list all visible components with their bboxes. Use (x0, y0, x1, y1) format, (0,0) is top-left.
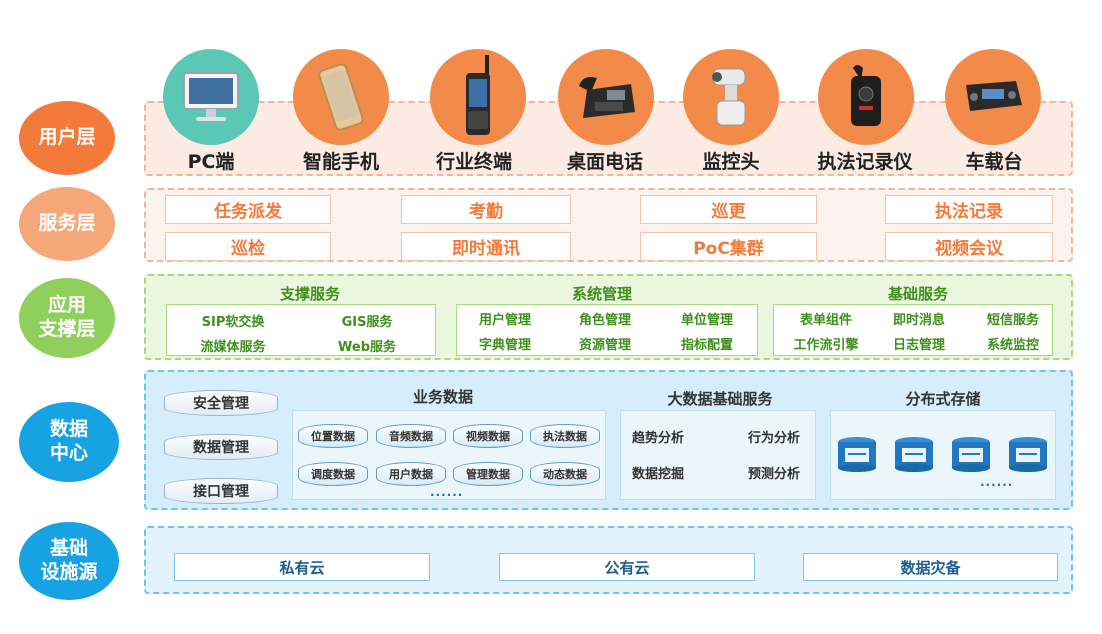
smartphone-icon (293, 49, 389, 145)
app-item: 流媒体服务 (200, 340, 266, 355)
storage-disk-icon (895, 437, 933, 472)
app-item: 字典管理 (478, 338, 531, 353)
data-management-db: 数据管理 (164, 434, 278, 460)
app-item: 系统监控 (986, 338, 1039, 353)
body-camera-icon (818, 49, 914, 145)
infra-private-cloud: 私有云 (174, 553, 430, 581)
app-item: 表单组件 (799, 313, 852, 328)
bigdata-item: 趋势分析 (632, 431, 685, 446)
service-video-conference: 视频会议 (885, 232, 1053, 261)
service-poc-cluster: PoC集群 (640, 232, 817, 261)
app-item: Web服务 (338, 340, 396, 355)
bigdata-item: 行为分析 (748, 431, 801, 446)
device-label-body-camera: 执法记录仪 (817, 151, 913, 173)
app-item: 单位管理 (680, 313, 733, 328)
data-cylinder: 音频数据 (376, 424, 446, 448)
app-item: 资源管理 (578, 338, 631, 353)
interface-management-db: 接口管理 (164, 478, 278, 504)
storage-disk-icon (952, 437, 990, 472)
data-cylinder: 执法数据 (530, 424, 600, 448)
service-patrol: 巡更 (640, 195, 817, 224)
app-item: SIP软交换 (201, 315, 265, 330)
app-item: 指标配置 (680, 338, 733, 353)
layer-label-data: 数据 中心 (19, 402, 119, 482)
base-services-title: 基础服务 (887, 285, 948, 303)
device-label-desk-phone: 桌面电话 (566, 151, 643, 173)
system-management-box (456, 304, 758, 356)
service-inspection: 巡检 (165, 232, 331, 261)
service-law-record: 执法记录 (885, 195, 1053, 224)
layer-label-user: 用户层 (19, 101, 115, 175)
vehicle-radio-icon (945, 49, 1041, 145)
bigdata-service-title: 大数据基础服务 (667, 390, 773, 408)
support-services-box (166, 304, 436, 356)
storage-more: ······ (980, 478, 1014, 492)
data-cylinder: 用户数据 (376, 462, 446, 486)
device-label-vehicle-radio: 车载台 (965, 151, 1023, 173)
data-cylinder: 视频数据 (453, 424, 523, 448)
security-management-db: 安全管理 (164, 390, 278, 416)
storage-disk-icon (838, 437, 876, 472)
infra-public-cloud: 公有云 (499, 553, 755, 581)
support-services-title: 支撑服务 (279, 285, 340, 303)
app-item: 工作流引擎 (793, 338, 859, 353)
distributed-storage-title: 分布式存储 (905, 390, 981, 408)
desk-phone-icon (558, 49, 654, 145)
data-cylinder: 管理数据 (453, 462, 523, 486)
data-cylinder: 动态数据 (530, 462, 600, 486)
device-label-terminal: 行业终端 (435, 151, 512, 173)
app-item: 短信服务 (986, 313, 1039, 328)
data-cylinder: 位置数据 (298, 424, 368, 448)
monitor-icon (163, 49, 259, 145)
service-attendance: 考勤 (401, 195, 571, 224)
layer-label-app: 应用 支撑层 (19, 278, 115, 358)
rugged-terminal-icon (430, 49, 526, 145)
storage-disk-icon (1009, 437, 1047, 472)
service-task-dispatch: 任务派发 (165, 195, 331, 224)
app-item: 即时消息 (892, 313, 945, 328)
layer-label-infra: 基础 设施源 (19, 522, 119, 600)
system-management-title: 系统管理 (571, 285, 632, 303)
data-cylinder: 调度数据 (298, 462, 368, 486)
app-item: GIS服务 (341, 315, 393, 330)
bigdata-service-box (620, 410, 816, 500)
device-label-camera: 监控头 (702, 151, 760, 173)
app-item: 日志管理 (892, 338, 945, 353)
business-data-more: ······ (430, 488, 464, 502)
surveillance-camera-icon (683, 49, 779, 145)
device-label-smartphone: 智能手机 (302, 151, 379, 173)
app-item: 用户管理 (478, 313, 531, 328)
bigdata-item: 数据挖掘 (632, 467, 685, 482)
service-instant-messaging: 即时通讯 (401, 232, 571, 261)
business-data-title: 业务数据 (412, 388, 473, 406)
app-item: 角色管理 (578, 313, 631, 328)
device-label-pc: PC端 (187, 151, 235, 173)
base-services-box (773, 304, 1053, 356)
bigdata-item: 预测分析 (748, 467, 801, 482)
layer-label-service: 服务层 (19, 187, 115, 261)
infra-disaster-recovery: 数据灾备 (803, 553, 1058, 581)
